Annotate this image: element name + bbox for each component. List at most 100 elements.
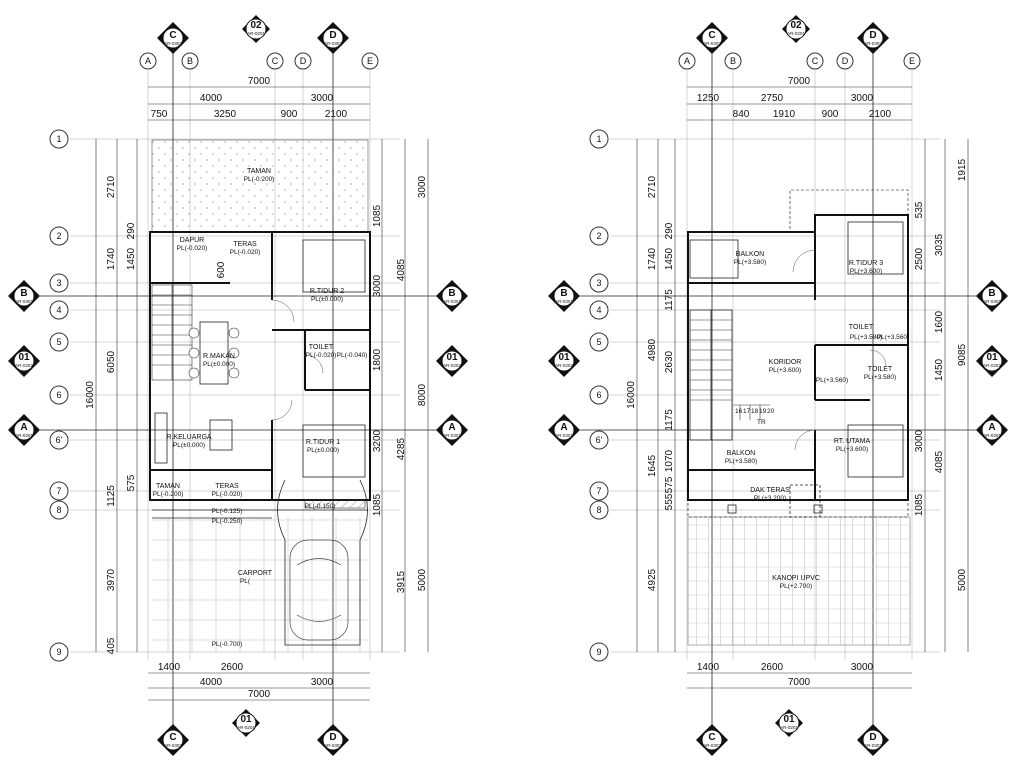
svg-text:PL(-0.200): PL(-0.200) [244, 176, 275, 183]
dim-fine-top: 2100 [325, 109, 348, 120]
dim-right-inner: 1085 [372, 204, 383, 227]
section-tag-b-right: BAR-0301 [436, 280, 468, 312]
section-tag-c-bot: CAR-0302 [696, 724, 728, 756]
svg-text:TERAS: TERAS [233, 241, 257, 248]
svg-text:D: D [300, 56, 307, 66]
dim-fine-bot: 2600 [761, 662, 784, 673]
svg-text:AR-0302: AR-0302 [864, 743, 882, 748]
car-symbol [289, 539, 349, 641]
svg-text:A: A [448, 422, 455, 433]
dim-left-inner: 405 [106, 637, 117, 654]
dim-right-inner: 3915 [396, 570, 407, 593]
svg-text:R.KELUARGA: R.KELUARGA [166, 434, 211, 441]
dim-left-inner: 1175 [664, 409, 675, 431]
svg-text:2: 2 [56, 231, 61, 241]
svg-text:5: 5 [596, 337, 601, 347]
canopy-area [687, 516, 911, 646]
grid-row-bubble: 1 [589, 129, 609, 149]
svg-text:8: 8 [56, 505, 61, 515]
dim-left-inner: 290 [664, 222, 675, 239]
svg-text:C: C [169, 30, 176, 41]
svg-text:TERAS: TERAS [215, 483, 239, 490]
room-label: PL(-0.700) [212, 641, 243, 648]
svg-text:BALKON: BALKON [736, 251, 764, 258]
grid-col-bubbles-top: A B C D E [139, 52, 379, 70]
dim-left-inner: 2710 [106, 175, 117, 198]
svg-text:AR-0301: AR-0301 [983, 433, 1001, 438]
dim-fine-top: 900 [822, 109, 839, 120]
dim-mid-bot: 3000 [311, 677, 334, 688]
grid-row-bubble: 7 [49, 481, 69, 501]
grid-row-bubble: 6' [49, 430, 69, 450]
dim-left-inner: 1450 [664, 247, 675, 270]
svg-text:5: 5 [56, 337, 61, 347]
svg-text:PL(-0.040): PL(-0.040) [337, 352, 368, 359]
svg-text:TOILET: TOILET [849, 324, 874, 331]
svg-text:8: 8 [596, 505, 601, 515]
grid-col-bubble: B [724, 52, 742, 70]
svg-text:D: D [869, 30, 876, 41]
svg-text:01: 01 [783, 714, 795, 725]
svg-text:AR-0301: AR-0301 [983, 299, 1001, 304]
dim-right-inner: 1450 [934, 358, 945, 381]
stair-tr-label: TR [757, 419, 766, 426]
svg-text:A: A [560, 422, 567, 433]
svg-text:C: C [169, 732, 176, 743]
dim-fine-top: 900 [281, 109, 298, 120]
svg-text:9: 9 [596, 647, 601, 657]
dim-left-inner: 555 [664, 493, 675, 510]
dim-left-inner: 575 [664, 476, 675, 493]
svg-text:E: E [909, 56, 915, 66]
dim-left-inner: 290 [126, 222, 137, 239]
svg-text:D: D [842, 56, 849, 66]
room-label: PL(-0.250) [212, 518, 243, 525]
dim-right-inner: 4085 [934, 450, 945, 473]
dim-right-outer: 9085 [957, 343, 968, 366]
dim-left-inner: 1125 [106, 485, 117, 507]
svg-text:AR-0201: AR-0201 [237, 725, 255, 730]
grid-col-bubble: A [139, 52, 157, 70]
section-tag-d-bot: DAR-0302 [317, 724, 349, 756]
dim-left-inner: 2630 [664, 350, 675, 373]
svg-text:PL(±0.000): PL(±0.000) [173, 442, 205, 449]
svg-text:PL(+3.560): PL(+3.560) [877, 334, 909, 341]
dim-mid-bot: 4000 [200, 677, 223, 688]
dim-left-outer: 16000 [626, 381, 637, 409]
interior-lines [689, 221, 904, 518]
svg-text:PL(: PL( [240, 578, 251, 585]
svg-text:C: C [708, 30, 715, 41]
grid-col-bubble: A [678, 52, 696, 70]
dim-left-mid: 6050 [106, 350, 117, 373]
svg-text:TOILET: TOILET [868, 366, 893, 373]
svg-text:4: 4 [596, 305, 601, 315]
svg-text:TAMAN: TAMAN [156, 483, 180, 490]
section-tag-c-bot: CAR-0302 [157, 724, 189, 756]
grid-col-bubble: B [181, 52, 199, 70]
svg-text:AR-0201: AR-0201 [787, 31, 805, 36]
svg-text:3: 3 [56, 278, 61, 288]
dim-right-outer: 8000 [417, 383, 428, 406]
sheet-upper-floor: 16 17 18 19 20 TR A B C D E 1 2 3 4 5 6 … [548, 15, 1008, 756]
dimension-lines [95, 86, 429, 701]
svg-text:BALKON: BALKON [727, 450, 755, 457]
svg-text:PL(-0.020): PL(-0.020) [177, 245, 208, 252]
svg-text:1: 1 [56, 134, 61, 144]
dim-fine-bot: 3000 [851, 662, 874, 673]
svg-text:DAPUR: DAPUR [180, 237, 205, 244]
svg-text:A: A [988, 422, 995, 433]
svg-text:AR-0302: AR-0302 [864, 41, 882, 46]
svg-text:R.TIDUR 3: R.TIDUR 3 [849, 260, 883, 267]
svg-text:2: 2 [596, 231, 601, 241]
svg-text:PL(±0.000): PL(±0.000) [203, 361, 235, 368]
dim-mid-top: 4000 [200, 93, 223, 104]
